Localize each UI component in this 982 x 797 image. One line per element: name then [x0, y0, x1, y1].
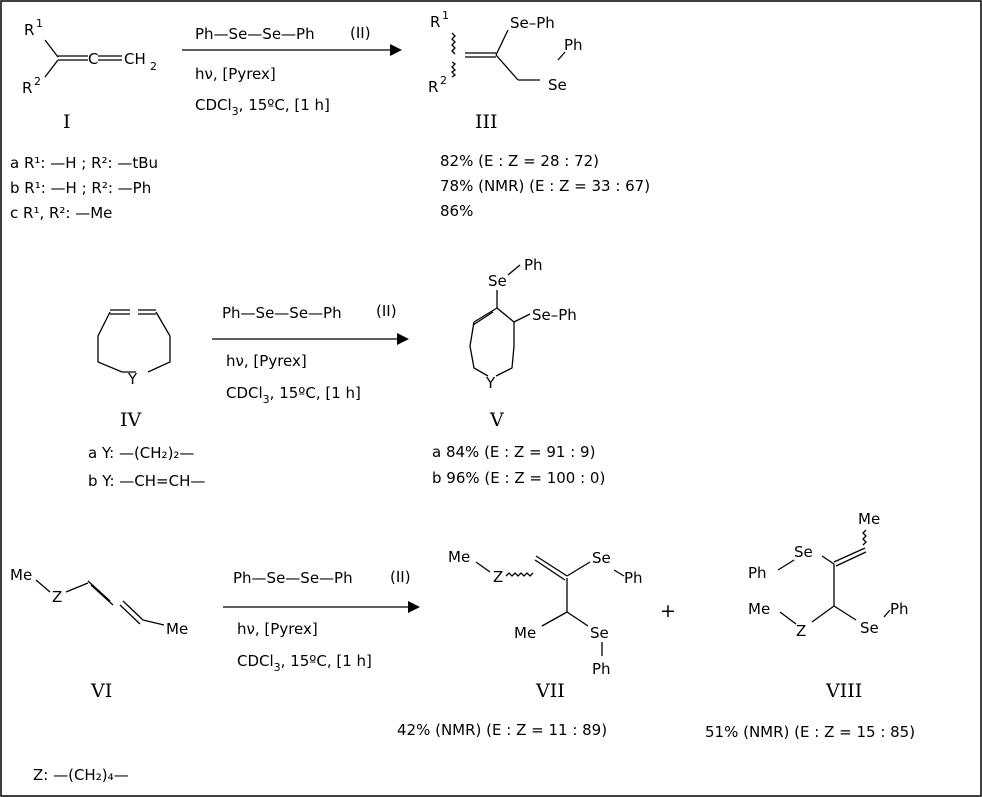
r2-superscript: 2	[34, 75, 41, 88]
conditions-line-2: CDCl3, 15ºC, [1 h]	[237, 652, 372, 674]
yield-a: 82% (E : Z = 28 : 72)	[440, 152, 599, 170]
ph-group: Ph	[524, 256, 543, 274]
me-atom: Me	[10, 566, 32, 584]
substituent-c: c R¹, R²: —Me	[10, 204, 112, 222]
compound-label-I: I	[63, 111, 71, 133]
yield-a: a 84% (E : Z = 91 : 9)	[432, 443, 595, 461]
ph-group: Ph	[624, 569, 643, 587]
conditions-line-2: CDCl3, 15ºC, [1 h]	[226, 384, 361, 406]
ch2-atom: CH	[124, 50, 146, 68]
r1-atom: R	[430, 13, 440, 31]
se-atom: Se	[860, 619, 879, 637]
se-atom: Se	[592, 549, 611, 567]
conditions-line-1: hν, [Pyrex]	[195, 65, 276, 83]
substituent-a: a Y: —(CH₂)₂—	[88, 444, 194, 462]
r2-atom: R	[22, 79, 32, 97]
compound-label-III: III	[475, 111, 498, 133]
product-V-structure: Se Ph Se–Ph Y	[469, 256, 577, 392]
product-III-structure: R 1 R 2 Se–Ph Ph Se	[428, 9, 583, 96]
r2-superscript: 2	[440, 74, 447, 87]
yield-b: b 96% (E : Z = 100 : 0)	[432, 469, 605, 487]
yield-b: 78% (NMR) (E : Z = 33 : 67)	[440, 177, 650, 195]
compound-label-VIII: VIII	[825, 680, 862, 702]
ph-group: Ph	[890, 600, 909, 618]
reactant-I-structure: R 1 R 2 C CH 2	[22, 17, 157, 97]
me-atom: Me	[166, 620, 188, 638]
yield-VIII: 51% (NMR) (E : Z = 15 : 85)	[705, 723, 915, 741]
se-atom: Se	[548, 76, 567, 94]
ph-group: Ph	[748, 564, 767, 582]
se-atom: Se	[488, 272, 507, 290]
me-atom: Me	[858, 510, 880, 528]
se-ph-group: Se–Ph	[510, 14, 555, 32]
me-atom: Me	[514, 624, 536, 642]
reagent-text: Ph—Se—Se—Ph	[222, 304, 342, 322]
reagent-id: (II)	[376, 302, 397, 320]
compound-label-VII: VII	[535, 680, 565, 702]
substituent-a: a R¹: —H ; R²: —tBu	[10, 154, 158, 172]
compound-label-V: V	[489, 409, 504, 431]
r1-superscript: 1	[36, 17, 43, 30]
product-VII-structure: Me Z Se Ph Me Se Ph	[448, 548, 643, 678]
reactant-IV-structure: Y	[97, 309, 171, 388]
y-atom: Y	[485, 374, 496, 392]
conditions-line-1: hν, [Pyrex]	[237, 620, 318, 638]
allene-central-c: C	[88, 50, 98, 68]
z-atom: Z	[796, 622, 806, 640]
reaction-arrow-3: Ph—Se—Se—Ph (II) hν, [Pyrex] CDCl3, 15ºC…	[223, 568, 420, 674]
ph-group: Ph	[564, 36, 583, 54]
r2-atom: R	[428, 78, 438, 96]
reagent-text: Ph—Se—Se—Ph	[233, 569, 353, 587]
y-atom: Y	[127, 370, 138, 388]
reaction-arrow-1: Ph—Se—Se—Ph (II) hν, [Pyrex] CDCl3, 15ºC…	[182, 24, 402, 118]
me-atom: Me	[748, 600, 770, 618]
se-atom: Se	[590, 624, 609, 642]
me-atom: Me	[448, 548, 470, 566]
product-VIII-structure: Me Se Ph Z Me Se Ph	[748, 510, 909, 640]
reactant-VI-structure: Me Z Me	[10, 566, 188, 638]
yield-c: 86%	[440, 202, 473, 220]
conditions-line-1: hν, [Pyrex]	[226, 352, 307, 370]
z-atom: Z	[52, 588, 62, 606]
reaction-2: Y IV Ph—Se—Se—Ph (II) hν, [Pyrex] CDCl3,…	[88, 256, 605, 490]
yield-VII: 42% (NMR) (E : Z = 11 : 89)	[397, 721, 607, 739]
compound-label-VI: VI	[90, 680, 112, 702]
r1-superscript: 1	[442, 9, 449, 22]
substituent-b: b Y: —CH=CH—	[88, 472, 205, 490]
substituent-b: b R¹: —H ; R²: —Ph	[10, 179, 151, 197]
reaction-1: R 1 R 2 C CH 2 I Ph—Se—Se—Ph (II) hν, [P…	[10, 9, 650, 222]
z-atom: Z	[493, 568, 503, 586]
z-definition: Z: —(CH₂)₄—	[33, 766, 129, 784]
reagent-id: (II)	[350, 24, 371, 42]
se-atom: Se	[794, 543, 813, 561]
conditions-line-2: CDCl3, 15ºC, [1 h]	[195, 96, 330, 118]
reaction-arrow-2: Ph—Se—Se—Ph (II) hν, [Pyrex] CDCl3, 15ºC…	[212, 302, 409, 406]
ch2-subscript: 2	[150, 60, 157, 73]
r1-atom: R	[24, 21, 34, 39]
se-ph-group: Se–Ph	[532, 306, 577, 324]
reagent-text: Ph—Se—Se—Ph	[195, 25, 315, 43]
compound-label-IV: IV	[120, 409, 142, 431]
reagent-id: (II)	[390, 568, 411, 586]
reaction-3: Me Z Me VI Ph—Se—Se—Ph (II) hν, [Pyrex] …	[10, 510, 915, 784]
ph-group: Ph	[592, 660, 611, 678]
plus-sign: +	[660, 600, 676, 622]
